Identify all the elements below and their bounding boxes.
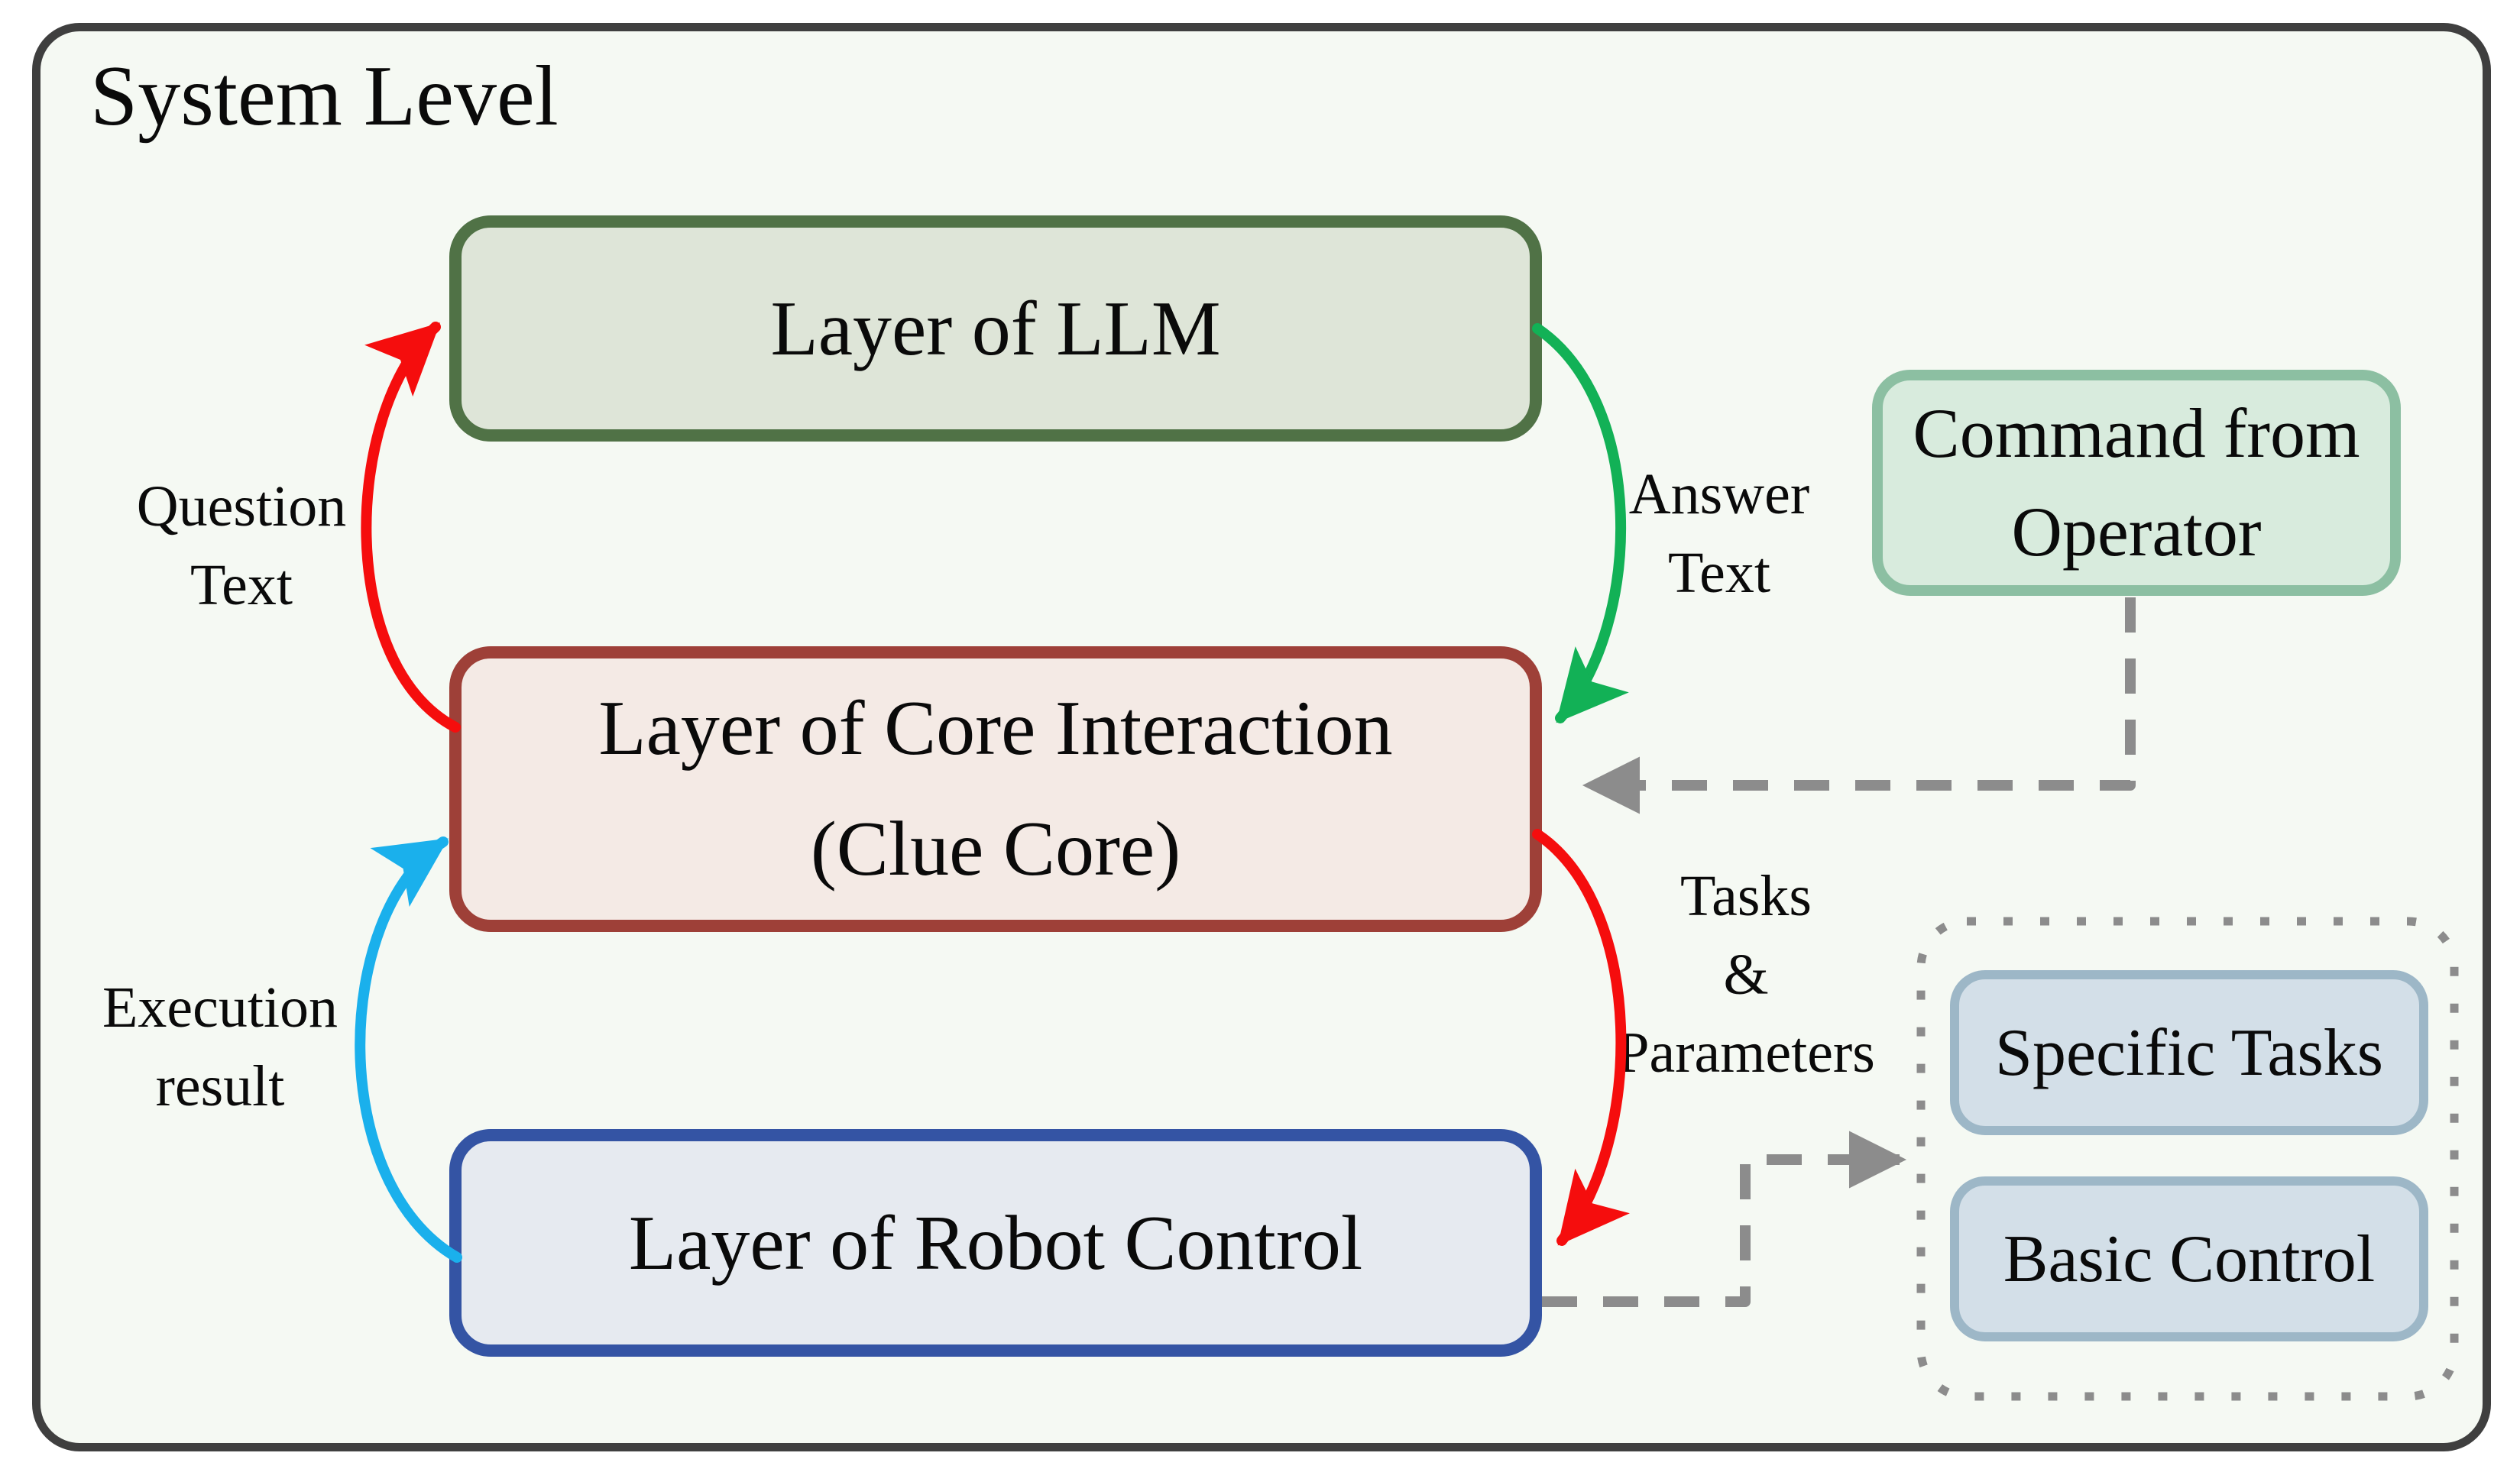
robot-control-layer-box: Layer of Robot Control <box>449 1129 1542 1357</box>
specific-tasks-label: Specific Tasks <box>1995 1015 2383 1090</box>
command-from-operator-label: Command from Operator <box>1913 394 2360 571</box>
tasks-parameters-label: Tasks & Parameters <box>1617 864 1875 1086</box>
answer-text-label: Answer Text <box>1628 462 1810 605</box>
command-from-operator-box: Command from Operator <box>1872 370 2401 596</box>
basic-control-label: Basic Control <box>2003 1221 2376 1296</box>
llm-layer-box: Layer of LLM <box>449 215 1542 442</box>
diagram-title: System Level <box>90 49 559 144</box>
execution-result-label: Execution result <box>102 976 338 1118</box>
basic-control-box: Basic Control <box>1950 1176 2428 1341</box>
llm-layer-label: Layer of LLM <box>770 285 1221 372</box>
core-interaction-layer-label: Layer of Core Interaction (Clue Core) <box>598 684 1393 892</box>
specific-tasks-box: Specific Tasks <box>1950 970 2428 1135</box>
robot-control-layer-label: Layer of Robot Control <box>628 1199 1363 1286</box>
core-interaction-layer-box: Layer of Core Interaction (Clue Core) <box>449 646 1542 932</box>
question-text-label: Question Text <box>136 474 347 617</box>
